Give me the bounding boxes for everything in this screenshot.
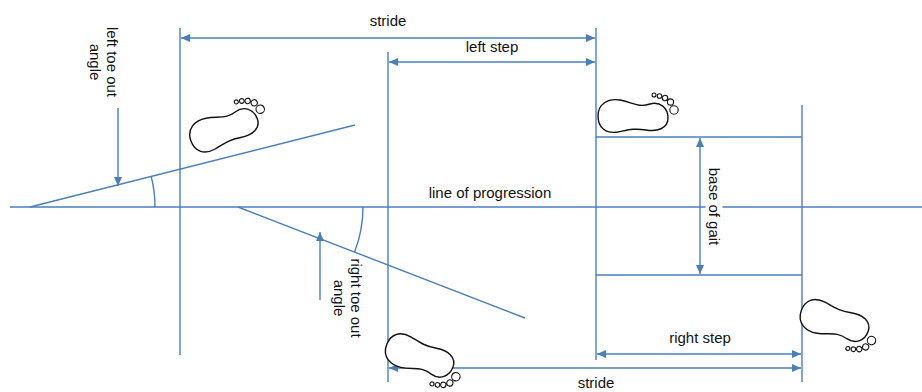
dimension-label: right toe out angle [331, 258, 365, 338]
dimension-label: stride [578, 374, 615, 391]
toe-out-line [238, 207, 525, 318]
reference-line [801, 105, 802, 382]
reference-line [387, 52, 388, 382]
dimension-label: line of progression [426, 184, 555, 201]
right-footprint [794, 296, 882, 358]
dimension-label: right step [669, 329, 731, 346]
left-footprint [598, 93, 678, 132]
left-footprint [183, 92, 272, 156]
right-footprint [379, 330, 468, 392]
dimension-arrow [181, 37, 595, 38]
dimension-arrow [699, 138, 700, 274]
dimension-arrow [389, 61, 595, 62]
dimension-arrow [597, 353, 801, 354]
dimension-label: base of gait [706, 148, 723, 264]
dimension-label: stride [370, 12, 407, 29]
angle-arc [151, 176, 155, 207]
reference-line [179, 28, 180, 355]
pointer-arrow [117, 108, 118, 186]
dimension-label: left step [466, 38, 519, 55]
reference-line [596, 136, 802, 137]
angle-arc [355, 207, 363, 252]
dimension-label: left toe out angle [87, 17, 121, 107]
reference-line [595, 28, 596, 360]
reference-line [596, 274, 802, 275]
progression-line [10, 206, 922, 207]
pointer-arrow [319, 232, 320, 300]
